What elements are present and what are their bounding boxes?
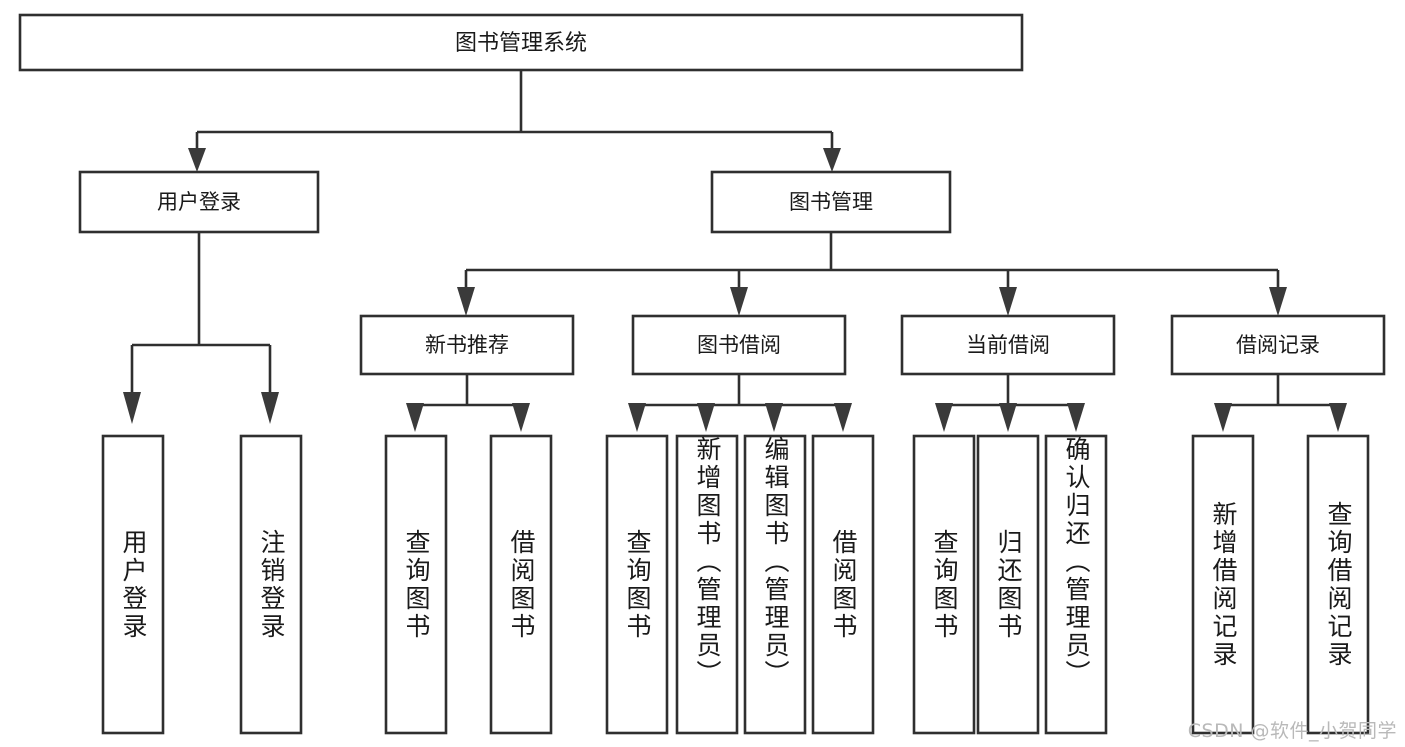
node-book-borrow-label: 图书借阅 bbox=[697, 333, 781, 357]
arrowhead-record-leaf2 bbox=[1329, 403, 1347, 432]
leaf-box-add-book[interactable] bbox=[675, 434, 739, 735]
leaf-box-return-book[interactable] bbox=[976, 434, 1040, 735]
arrowhead-borrow-leaf4 bbox=[834, 403, 852, 432]
leaf-box-logout[interactable] bbox=[239, 434, 303, 735]
node-borrow-record[interactable]: 借阅记录 bbox=[1170, 314, 1386, 376]
node-book-management-box[interactable] bbox=[710, 170, 952, 234]
arrowhead-borrow-leaf3 bbox=[765, 403, 783, 432]
arrowhead-root-to-bookmgmt bbox=[823, 148, 841, 172]
leaf-box-query-record[interactable] bbox=[1306, 434, 1370, 735]
arrowhead-newbook-leaf1 bbox=[406, 403, 424, 432]
node-root-box[interactable] bbox=[18, 13, 1024, 72]
node-user-login[interactable]: 用户登录 bbox=[78, 170, 320, 234]
watermark-text: CSDN @软件_小贺同学 bbox=[1187, 720, 1397, 742]
node-book-management-label: 图书管理 bbox=[789, 190, 873, 214]
leaf-box-borrow-book-1[interactable] bbox=[489, 434, 553, 735]
leaf-box-user-login[interactable] bbox=[101, 434, 165, 735]
leaf-box-confirm-return[interactable] bbox=[1044, 434, 1108, 735]
leaf-box-edit-book[interactable] bbox=[743, 434, 807, 735]
arrowhead-current-leaf3 bbox=[1067, 403, 1085, 432]
arrowhead-bookmgmt-record bbox=[1269, 287, 1287, 316]
node-new-book-recommend-box[interactable] bbox=[359, 314, 575, 376]
node-new-book-recommend-label: 新书推荐 bbox=[425, 333, 509, 357]
arrowhead-userlogin-leaf2 bbox=[261, 392, 279, 424]
arrowhead-root-to-userlogin bbox=[188, 148, 206, 172]
node-current-borrow-box[interactable] bbox=[900, 314, 1116, 376]
node-book-borrow-box[interactable] bbox=[631, 314, 847, 376]
arrowhead-current-leaf2 bbox=[999, 403, 1017, 432]
arrowhead-bookmgmt-current bbox=[999, 287, 1017, 316]
node-root-label: 图书管理系统 bbox=[455, 31, 587, 56]
arrowhead-current-leaf1 bbox=[935, 403, 953, 432]
leaf-box-query-book-3[interactable] bbox=[912, 434, 976, 735]
node-borrow-record-box[interactable] bbox=[1170, 314, 1386, 376]
arrowhead-bookmgmt-newbook bbox=[457, 287, 475, 316]
arrowhead-bookmgmt-borrow bbox=[730, 287, 748, 316]
arrowhead-newbook-leaf2 bbox=[512, 403, 530, 432]
node-current-borrow-label: 当前借阅 bbox=[966, 333, 1050, 357]
leaf-box-add-record[interactable] bbox=[1191, 434, 1255, 735]
arrowhead-borrow-leaf2 bbox=[697, 403, 715, 432]
node-borrow-record-label: 借阅记录 bbox=[1236, 333, 1320, 357]
arrowhead-userlogin-leaf1 bbox=[123, 392, 141, 424]
node-root[interactable]: 图书管理系统 bbox=[18, 13, 1024, 72]
arrowhead-borrow-leaf1 bbox=[628, 403, 646, 432]
arrowhead-record-leaf1 bbox=[1214, 403, 1232, 432]
leaf-box-query-book-2[interactable] bbox=[605, 434, 669, 735]
node-book-management[interactable]: 图书管理 bbox=[710, 170, 952, 234]
leaf-box-query-book-1[interactable] bbox=[384, 434, 448, 735]
node-user-login-label: 用户登录 bbox=[157, 190, 241, 214]
node-new-book-recommend[interactable]: 新书推荐 bbox=[359, 314, 575, 376]
node-book-borrow[interactable]: 图书借阅 bbox=[631, 314, 847, 376]
leaf-box-borrow-book-2[interactable] bbox=[811, 434, 875, 735]
node-current-borrow[interactable]: 当前借阅 bbox=[900, 314, 1116, 376]
